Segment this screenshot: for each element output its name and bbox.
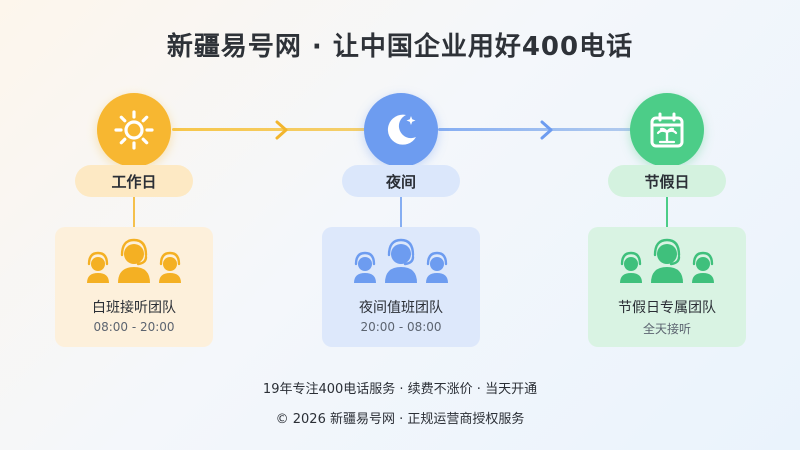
arrow-right-icon [275, 120, 288, 140]
footer-copyright: © 2026 新疆易号网 · 正规运营商授权服务 [275, 412, 525, 427]
team-card-workday: 白班接听团队 08:00 - 20:00 [55, 227, 213, 347]
team-agents-icon [620, 238, 714, 283]
team-name: 夜间值班团队 [359, 300, 443, 316]
team-hours: 全天接听 [642, 322, 691, 336]
sun-icon [114, 110, 154, 150]
workday-circle [97, 93, 171, 167]
team-name: 白班接听团队 [92, 300, 176, 316]
team-hours: 08:00 - 20:00 [93, 320, 175, 334]
team-agents-icon [354, 238, 448, 283]
page-title: 新疆易号网 · 让中国企业用好400电话 [166, 32, 634, 62]
team-name: 节假日专属团队 [618, 300, 716, 316]
stage-connector-line [133, 197, 135, 227]
footer-tagline: 19年专注400电话服务 · 续费不涨价 · 当天开通 [262, 382, 538, 397]
stage-connector-line [666, 197, 668, 227]
connector-night-holiday [438, 128, 634, 131]
night-circle [364, 93, 438, 167]
team-agents-icon [87, 238, 181, 283]
calendar-palm-icon [650, 112, 684, 148]
stage-connector-line [400, 197, 402, 227]
stage-label-night: 夜间 [342, 165, 460, 197]
team-card-night: 夜间值班团队 20:00 - 08:00 [322, 227, 480, 347]
holiday-circle [630, 93, 704, 167]
stage-label-workday: 工作日 [75, 165, 193, 197]
connector-day-night [172, 128, 370, 131]
arrow-right-icon [540, 120, 553, 140]
team-card-holiday: 节假日专属团队 全天接听 [588, 227, 746, 347]
moon-icon [387, 114, 416, 145]
stage-label-holiday: 节假日 [608, 165, 726, 197]
team-hours: 20:00 - 08:00 [360, 320, 442, 334]
